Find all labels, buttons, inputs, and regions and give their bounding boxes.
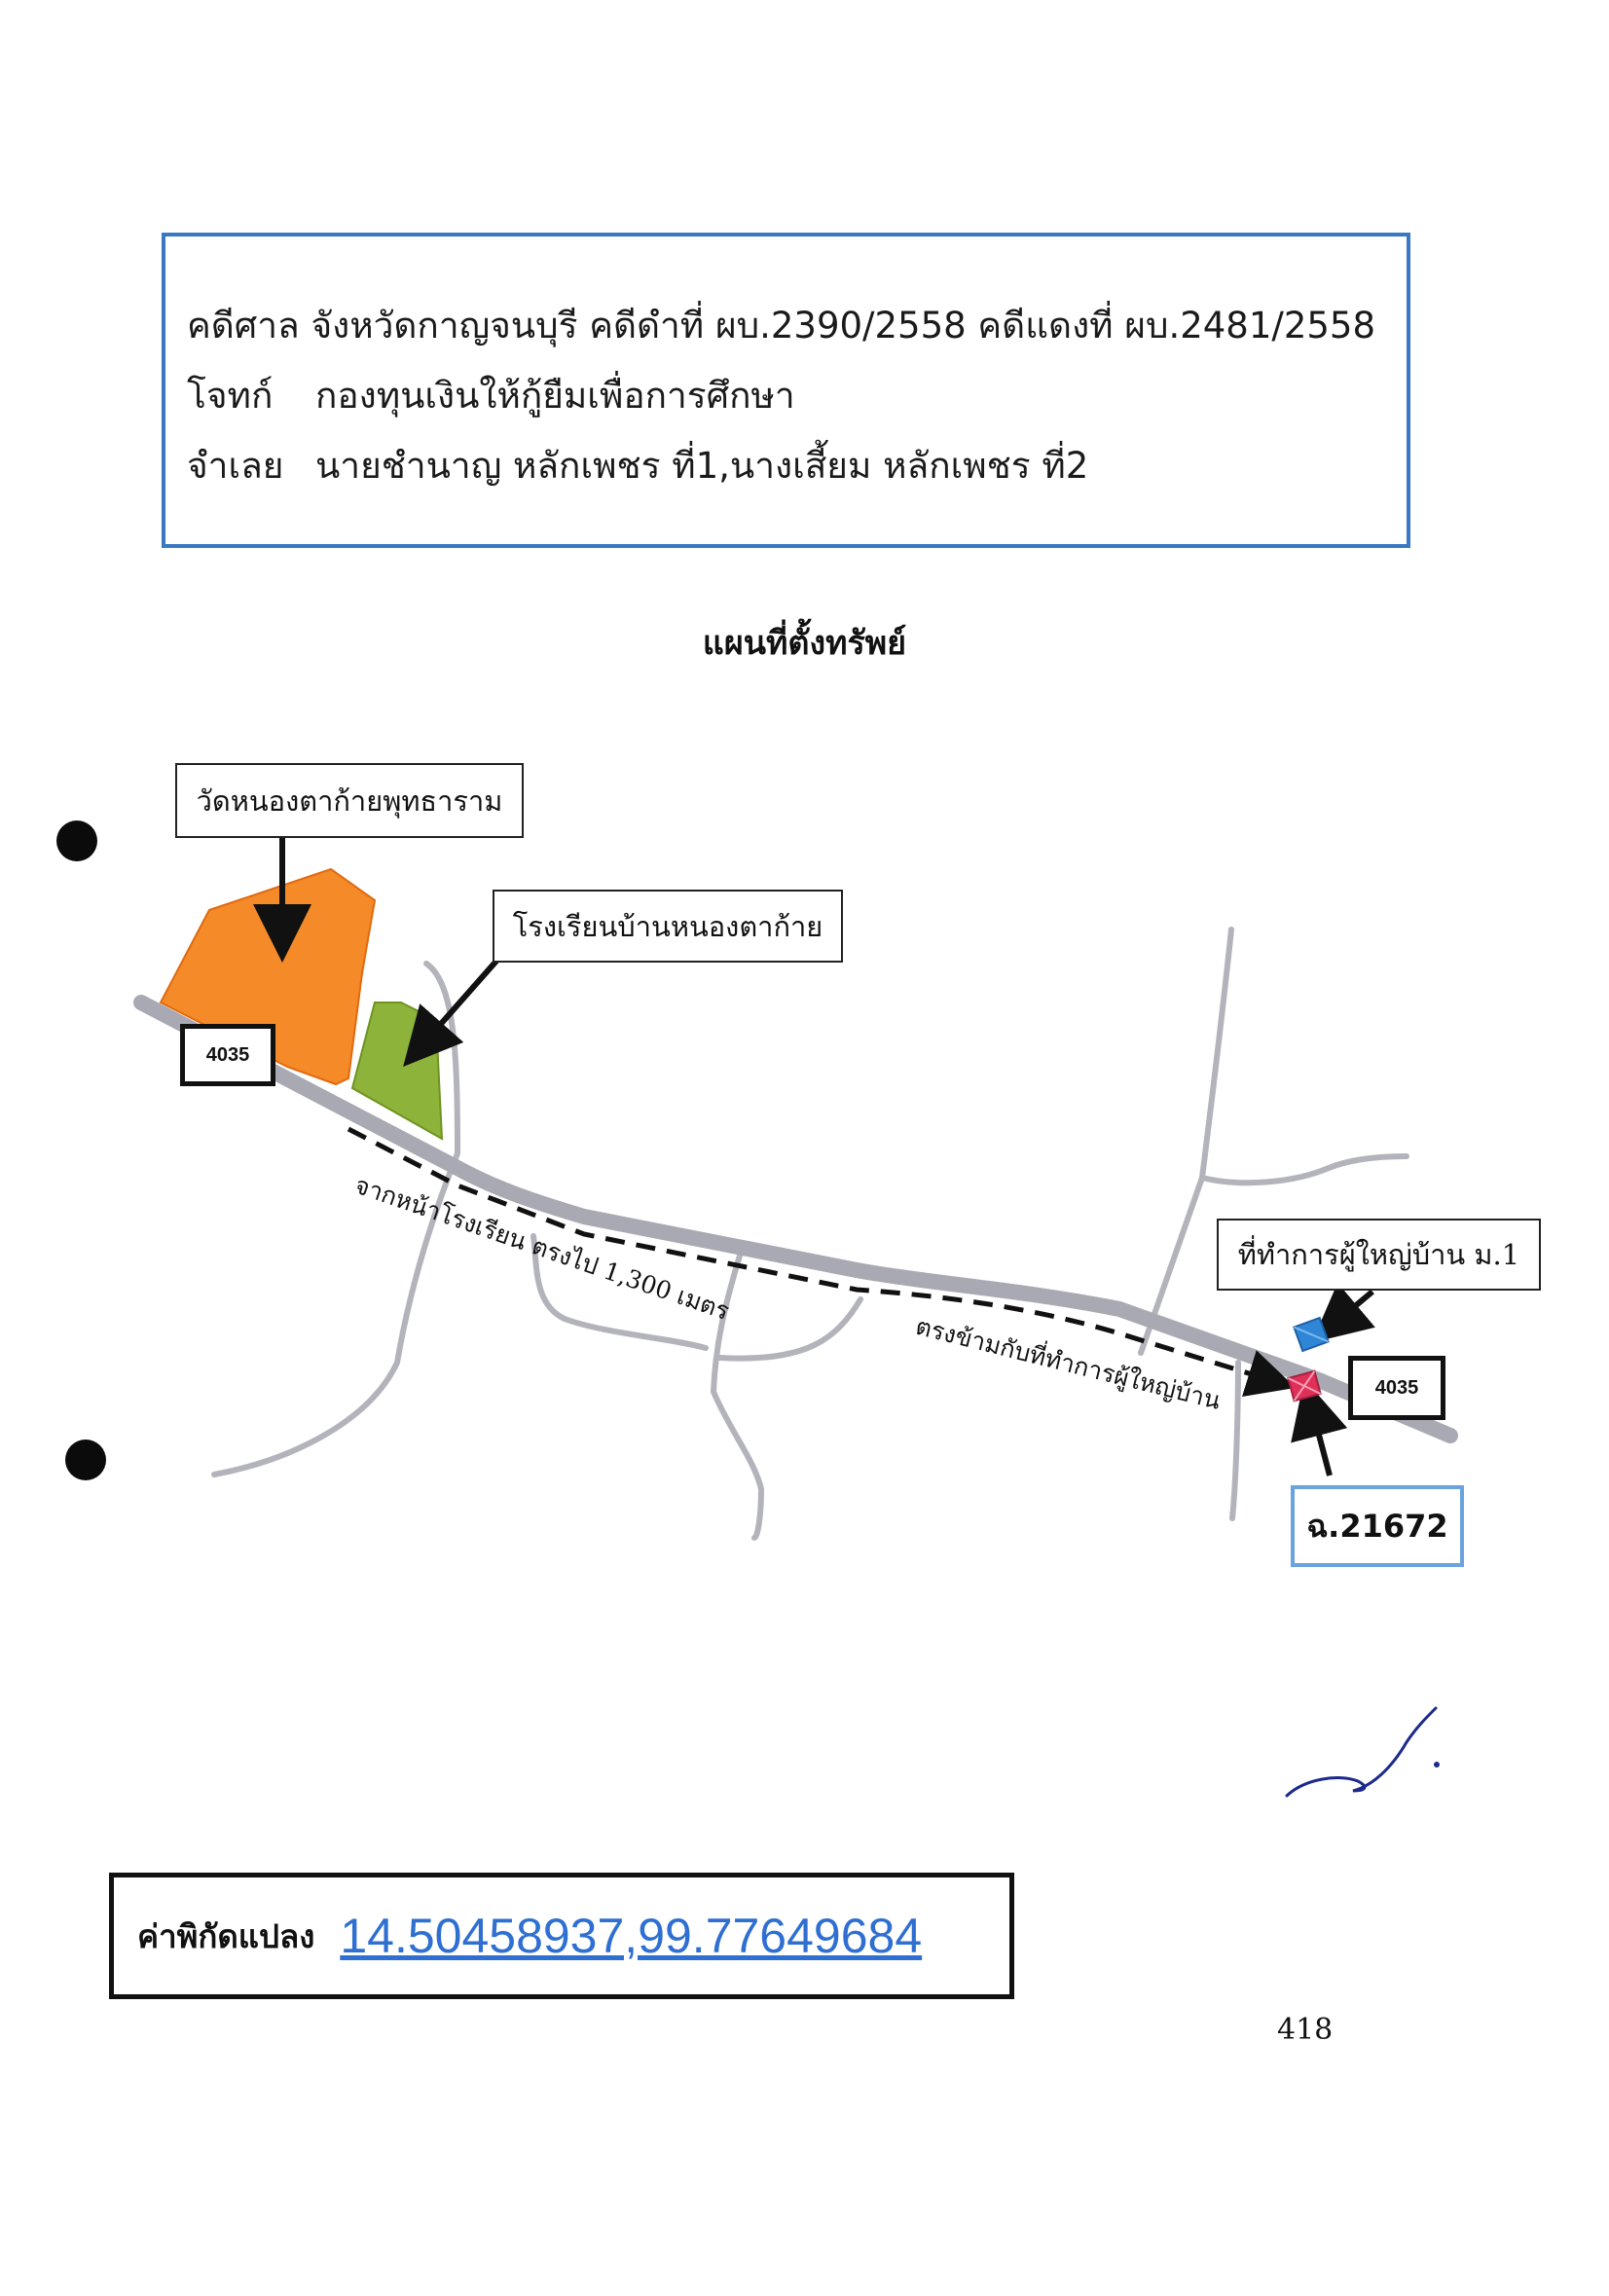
signature-dot [1434, 1762, 1440, 1768]
case-number-line: คดีศาล จังหวัดกาญจนบุรี คดีดำที่ ผบ.2390… [187, 305, 1376, 346]
school-arrow [403, 957, 501, 1068]
side-road [717, 1296, 863, 1362]
side-road [530, 1233, 709, 1351]
side-road [1229, 1360, 1241, 1521]
coordinate-box: ค่าพิกัดแปลง 14.50458937,99.77649684 [109, 1873, 1014, 1999]
coordinate-link[interactable]: 14.50458937,99.77649684 [340, 1909, 923, 1963]
route-dashed-path [347, 1126, 1297, 1398]
property-marker [1287, 1369, 1322, 1403]
temple-label: วัดหนองตาก้ายพุทธาราม [175, 763, 524, 838]
headman-office-marker [1293, 1316, 1330, 1353]
defendant-label: จำเลย [187, 445, 284, 487]
coordinate-label: ค่าพิกัดแปลง [137, 1916, 315, 1955]
side-road [710, 1253, 765, 1541]
map-title: แผนที่ตั้งทรัพย์ [702, 624, 907, 663]
plaintiff-line: โจทก์ กองทุนเงินให้กู้ยืมเพื่อการศึกษา [187, 367, 795, 424]
side-road [1199, 1153, 1409, 1186]
route-sign-4035: 4035 [180, 1024, 275, 1086]
office-arrow [1311, 1282, 1375, 1343]
side-road [1138, 927, 1234, 1356]
plaintiff-value: กองทุนเงินให้กู้ยืมเพื่อการศึกษา [315, 375, 795, 417]
headman-office-label: ที่ทำการผู้ใหญ่บ้าน ม.1 [1217, 1219, 1541, 1291]
school-label: โรงเรียนบ้านหนองตาก้าย [493, 890, 843, 963]
defendant-value: นายชำนาญ หลักเพชร ที่1,นางเสี้ยม หลักเพช… [315, 445, 1089, 487]
case-info-box: คดีศาล จังหวัดกาญจนบุรี คดีดำที่ ผบ.2390… [162, 233, 1410, 548]
plaintiff-label: โจทก์ [187, 375, 274, 417]
deed-number-box: ฉ.21672 [1291, 1485, 1464, 1567]
punch-hole [65, 1440, 106, 1480]
highway-4035 [133, 995, 1458, 1443]
page-number: 418 [1277, 2013, 1334, 2047]
punch-hole [56, 820, 97, 861]
property-arrow [1291, 1378, 1348, 1476]
route-sign-4035-east: 4035 [1348, 1356, 1445, 1420]
side-roads [211, 927, 1409, 1541]
signature [1285, 1706, 1438, 1798]
defendant-line: จำเลย นายชำนาญ หลักเพชร ที่1,นางเสี้ยม หล… [187, 437, 1088, 494]
